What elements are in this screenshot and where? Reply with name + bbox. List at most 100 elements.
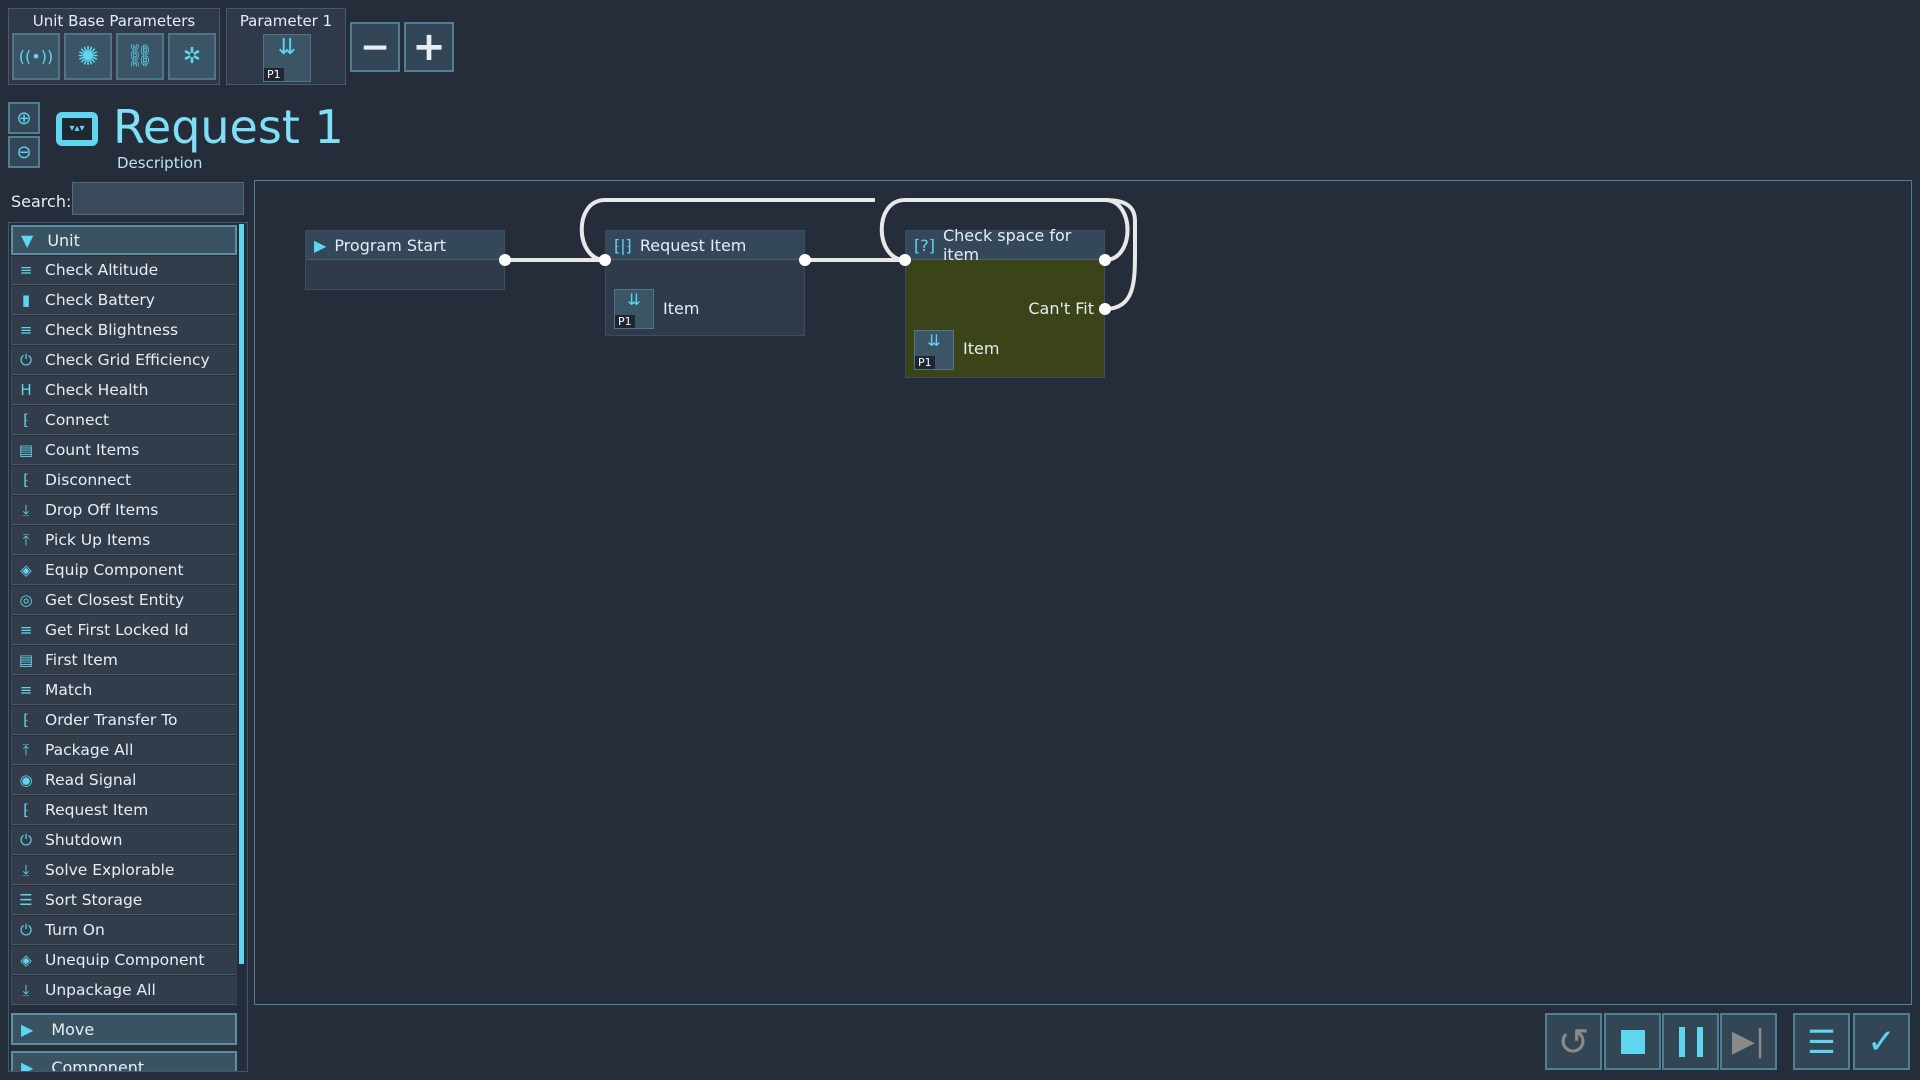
node-type-icon: ▮ xyxy=(21,291,31,309)
sidebar-item[interactable]: ≡Match xyxy=(11,676,237,705)
sidebar-item-label: Sort Storage xyxy=(45,891,143,909)
link-icon[interactable]: ⛓ xyxy=(116,33,164,80)
confirm-button[interactable]: ✓ xyxy=(1853,1013,1910,1070)
category-component[interactable]: ▶Component xyxy=(11,1051,237,1071)
server-button[interactable]: ☰ xyxy=(1793,1013,1850,1070)
stop-button[interactable] xyxy=(1604,1013,1661,1070)
sidebar-item-label: Unequip Component xyxy=(45,951,205,969)
sidebar-item-label: Connect xyxy=(45,411,110,429)
sidebar-item[interactable]: ⁅Disconnect xyxy=(11,466,237,495)
sidebar-item[interactable]: ⤒ Package All xyxy=(11,736,237,765)
remove-parameter-button[interactable]: − xyxy=(350,22,400,72)
sidebar-item-label: Package All xyxy=(45,741,134,759)
sidebar-item[interactable]: ⁅Request Item xyxy=(11,796,237,825)
parameter-slot[interactable]: ⇊P1 xyxy=(614,289,654,329)
parameter-slot[interactable]: ⇊P1 xyxy=(914,330,954,370)
sidebar-item[interactable]: ≡Check Altitude xyxy=(11,256,237,285)
category-label: Unit xyxy=(47,230,80,250)
output-pin[interactable] xyxy=(799,254,811,266)
output-pin[interactable] xyxy=(499,254,511,266)
sidebar-item[interactable]: ☰ Sort Storage xyxy=(11,886,237,915)
node-type-icon: ▤ xyxy=(18,651,34,669)
node-type-icon: ☰ xyxy=(19,891,33,909)
output-pin[interactable] xyxy=(1099,254,1111,266)
sidebar-item[interactable]: ⏻Turn On xyxy=(11,916,237,945)
signal-icon[interactable]: ((•)) xyxy=(12,33,60,80)
page-title[interactable]: Request 1 xyxy=(113,100,344,154)
category-move[interactable]: ▶Move xyxy=(11,1013,237,1045)
restart-button[interactable]: ↺ xyxy=(1545,1013,1602,1070)
sidebar-item[interactable]: ⏻Shutdown xyxy=(11,826,237,855)
unit-base-title: Unit Base Parameters xyxy=(32,12,196,30)
sidebar-item[interactable]: ⤓ Solve Explorable xyxy=(11,856,237,885)
node-type-icon: ⤓ xyxy=(22,501,30,519)
step-button[interactable]: ▶| xyxy=(1720,1013,1777,1070)
description[interactable]: Description xyxy=(117,154,203,172)
sidebar-item[interactable]: H Check Health xyxy=(11,376,237,405)
sidebar-item-label: Get First Locked Id xyxy=(45,621,189,639)
compress-icon[interactable]: ✲ xyxy=(168,33,216,80)
sidebar-item-label: Count Items xyxy=(45,441,140,459)
sidebar-item[interactable]: ◎Get Closest Entity xyxy=(11,586,237,615)
sidebar-item[interactable]: ⤓Drop Off Items xyxy=(11,496,237,525)
behavior-icon: ▾▴▾ xyxy=(56,112,98,146)
sidebar-item[interactable]: ⏻Check Grid Efficiency xyxy=(11,346,237,375)
sidebar-item[interactable]: ◉Read Signal xyxy=(11,766,237,795)
sidebar-item[interactable]: ≡Check Blightness xyxy=(11,316,237,345)
category-label: Move xyxy=(51,1019,95,1039)
sidebar-item-label: Order Transfer To xyxy=(45,711,178,729)
node-program-start[interactable]: ▶Program Start xyxy=(305,230,505,290)
add-parameter-button[interactable]: + xyxy=(404,22,454,72)
sidebar-item-label: Check Health xyxy=(45,381,149,399)
node-type-icon: ⤓ xyxy=(22,861,30,879)
sidebar-item[interactable]: ▮ Check Battery xyxy=(11,286,237,315)
node-title: Check space for item xyxy=(942,226,1072,264)
transfer-icon: ⁅|⁆ xyxy=(614,235,632,255)
search-input[interactable] xyxy=(72,182,244,215)
sidebar-item-label: Solve Explorable xyxy=(45,861,175,879)
sidebar-scrollbar[interactable] xyxy=(239,224,244,964)
sidebar-item[interactable]: ⁅ Connect xyxy=(11,406,237,435)
sidebar-item-label: Pick Up Items xyxy=(45,531,151,549)
sidebar-item-label: Equip Component xyxy=(45,561,184,579)
node-type-icon: ⤒ xyxy=(22,741,30,759)
node-type-icon: ≡ xyxy=(19,681,33,699)
sidebar-item-label: Check Blightness xyxy=(45,321,179,339)
node-type-icon: ◈ xyxy=(20,561,32,579)
node-check-space[interactable]: [?]Check space for item Can't Fit ⇊P1 It… xyxy=(905,226,1105,378)
zoom-out-button[interactable]: ⊖ xyxy=(8,136,40,168)
output-label: Can't Fit xyxy=(1028,299,1094,318)
category-unit[interactable]: ▼ Unit xyxy=(11,225,237,255)
input-pin[interactable] xyxy=(899,254,911,266)
sidebar-item[interactable]: ⤒Pick Up Items xyxy=(11,526,237,555)
triangle-down-icon: ▼ xyxy=(21,230,34,250)
sidebar-item[interactable]: ⁅Order Transfer To xyxy=(11,706,237,735)
sidebar-item[interactable]: ≡ Get First Locked Id xyxy=(11,616,237,645)
node-title: Program Start xyxy=(334,235,446,255)
sidebar-item[interactable]: ▤First Item xyxy=(11,646,237,675)
parameter-1-panel: Parameter 1 ⇊P1 xyxy=(226,8,346,85)
node-request-item[interactable]: ⁅|⁆Request Item ⇊P1 Item xyxy=(605,230,805,336)
sidebar-item[interactable]: ⤓Unpackage All xyxy=(11,976,237,1005)
shield-icon[interactable]: ✺ xyxy=(64,33,112,80)
sidebar-item[interactable]: ▤Count Items xyxy=(11,436,237,465)
node-type-icon: ⤓ xyxy=(22,981,30,999)
param-label: Item xyxy=(663,299,700,318)
param-tag: P1 xyxy=(915,356,935,369)
node-type-icon: ⁅ xyxy=(23,411,29,429)
node-type-icon: ≡ xyxy=(19,621,33,639)
pause-button[interactable] xyxy=(1662,1013,1719,1070)
question-icon: [?] xyxy=(914,235,935,255)
graph-canvas[interactable]: ▶Program Start ⁅|⁆Request Item ⇊P1 Item … xyxy=(254,180,1912,1005)
stop-icon xyxy=(1620,1029,1645,1054)
sidebar-item[interactable]: ◈ Equip Component xyxy=(11,556,237,585)
input-pin[interactable] xyxy=(599,254,611,266)
node-type-icon: ⏻ xyxy=(20,831,32,849)
node-type-icon: H xyxy=(20,381,32,399)
sidebar-item-label: Check Battery xyxy=(45,291,155,309)
cant-fit-pin[interactable] xyxy=(1099,303,1111,315)
sidebar-item-label: Check Grid Efficiency xyxy=(45,351,210,369)
zoom-in-button[interactable]: ⊕ xyxy=(8,102,40,134)
sidebar-item[interactable]: ◈Unequip Component xyxy=(11,946,237,975)
parameter-1-tile[interactable]: ⇊P1 xyxy=(263,34,311,82)
